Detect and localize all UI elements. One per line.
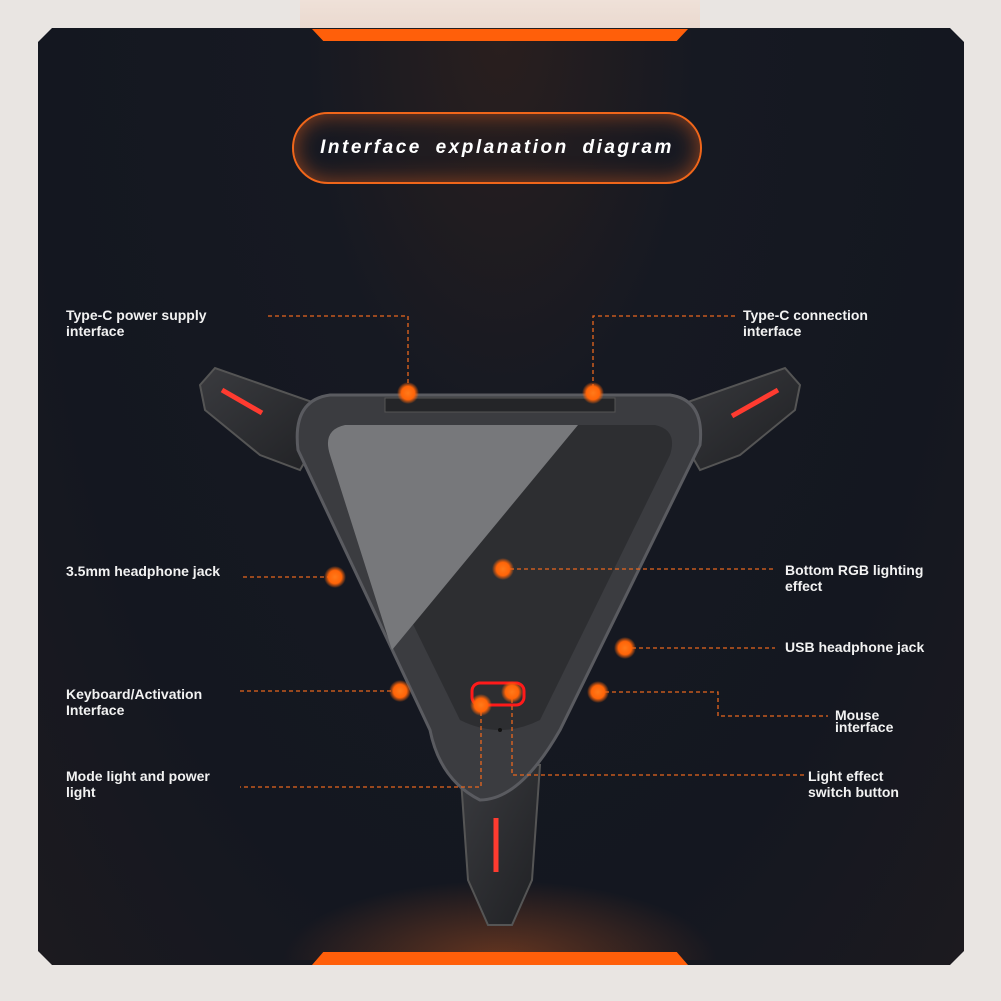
label-light-switch: Light effect switch button xyxy=(808,768,899,800)
marker-dots xyxy=(324,382,636,716)
top-port-slot xyxy=(384,397,616,413)
title-badge: Interface explanation diagram xyxy=(292,112,702,184)
page-title: Interface explanation diagram xyxy=(320,137,674,158)
label-typec-connection: Type-C connection interface xyxy=(743,307,868,339)
bottom-accent-bar xyxy=(312,952,688,965)
leader-lines xyxy=(240,315,828,788)
device-glass-highlight xyxy=(327,425,578,650)
label-keyboard: Keyboard/Activation Interface xyxy=(66,686,203,718)
label-typec-power: Type-C power supply interface xyxy=(66,307,207,339)
label-rgb-lighting: Bottom RGB lighting effect xyxy=(785,562,924,594)
label-mouse: Mouse interface xyxy=(835,707,894,735)
top-accent-bar xyxy=(312,29,688,41)
bottom-arm xyxy=(458,764,542,926)
top-glow xyxy=(300,0,700,28)
label-usb-headphone: USB headphone jack xyxy=(785,639,925,655)
label-mode-light: Mode light and power light xyxy=(66,768,210,800)
light-effect-button xyxy=(470,681,526,707)
label-3-5mm-headphone: 3.5mm headphone jack xyxy=(66,563,221,579)
